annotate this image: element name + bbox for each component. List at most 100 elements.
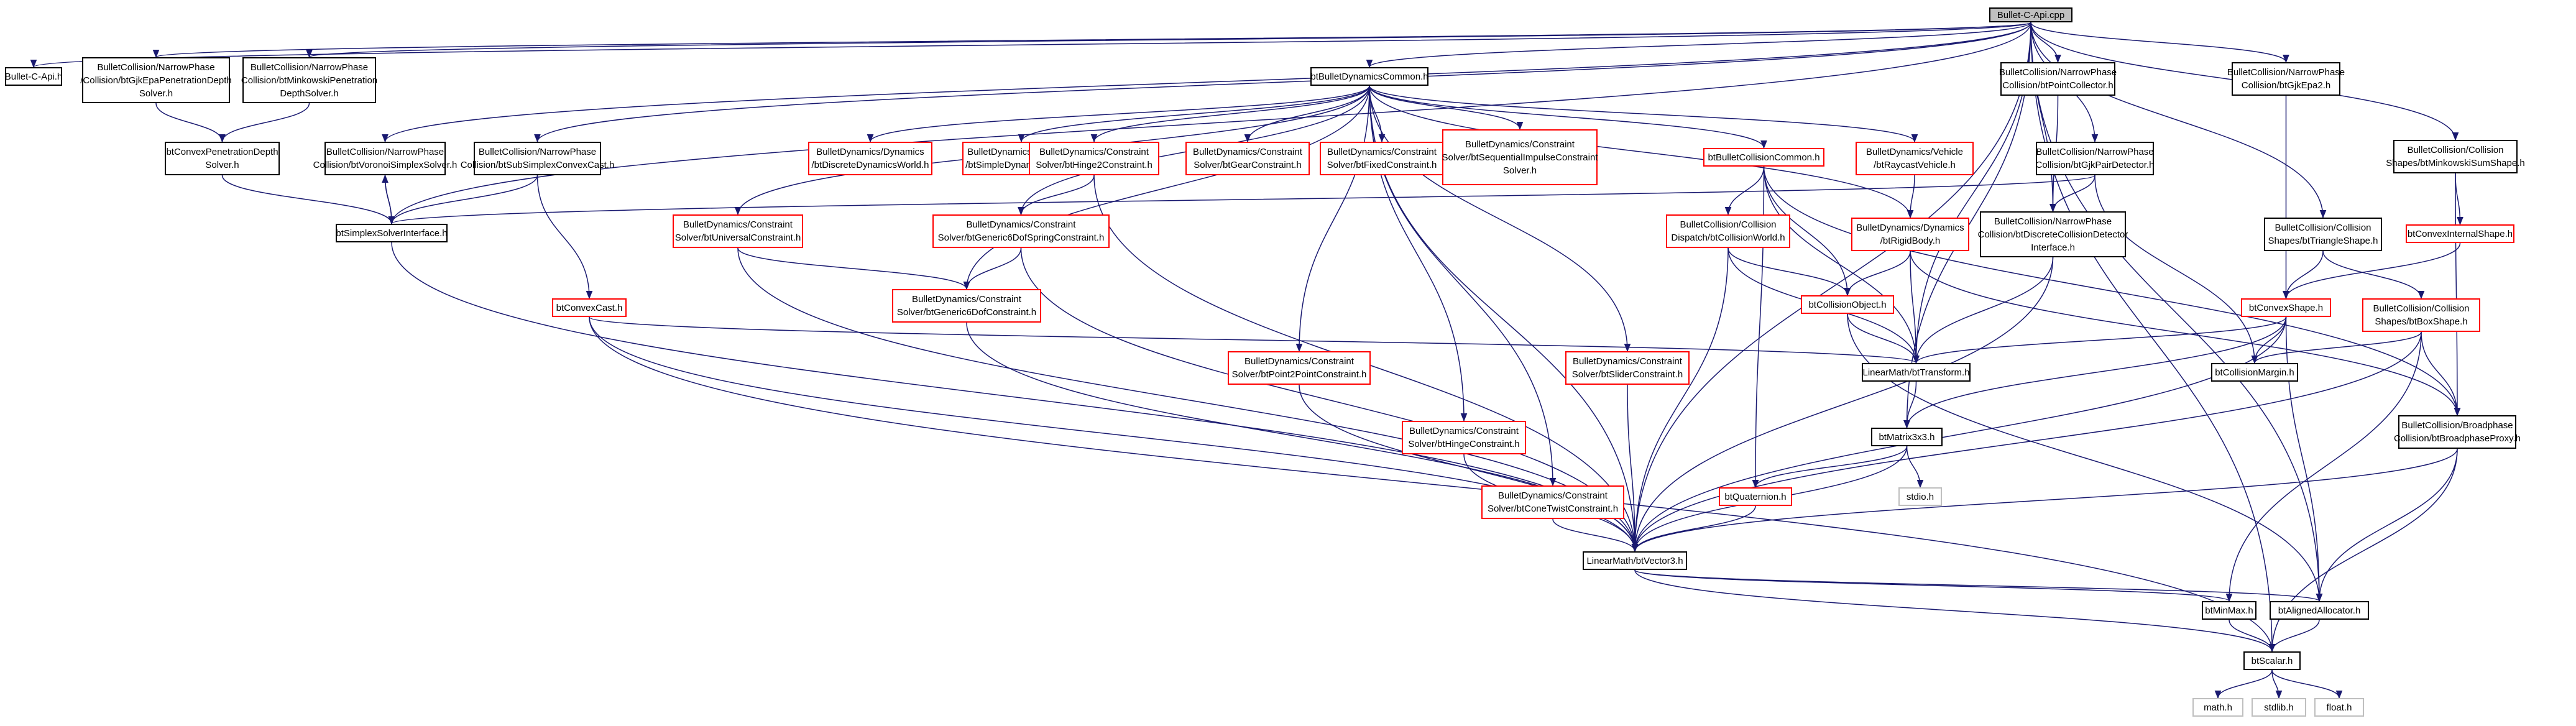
node-aligned-allocator[interactable]: btAlignedAllocator.h [2270,601,2369,620]
node-collision-world[interactable]: BulletCollision/Collision Dispatch/btCol… [1666,214,1790,248]
node-collision-margin[interactable]: btCollisionMargin.h [2211,363,2298,382]
node-rigid-body[interactable]: BulletDynamics/Dynamics /btRigidBody.h [1851,218,1969,251]
edge-boxshape-to-broadproxy [2421,331,2461,416]
node-stdio-h: stdio.h [1898,487,1942,506]
edge-generic6spring-to-generic6 [963,247,1022,290]
node-convex-cast[interactable]: btConvexCast.h [552,298,627,317]
edge-subsimplex-to-simplexiface [388,175,538,225]
node-minkowski-sum-shape[interactable]: BulletCollision/Collision Shapes/btMinko… [2386,140,2525,173]
node-hinge2-constraint[interactable]: BulletDynamics/Constraint Solver/btHinge… [1029,142,1159,175]
edge-universal-to-generic6 [737,247,970,290]
edge-dyncommon-to-seqimpulse [1369,85,1524,131]
edge-convexshape-to-vector3 [1631,316,2287,553]
node-min-max[interactable]: btMinMax.h [2202,601,2256,620]
node-generic6dof-constraint[interactable]: BulletDynamics/Constraint Solver/btGener… [892,289,1041,323]
edge-dyncommon-to-p2p [1295,85,1370,352]
node-convex-shape[interactable]: btConvexShape.h [2241,298,2331,317]
node-math-h: math.h [2192,698,2243,717]
edge-convexshape-to-matrix [1903,316,2287,429]
node-broadphase-proxy[interactable]: BulletCollision/Broadphase Collision/btB… [2394,415,2521,449]
edge-convexshape-to-aligned [2285,316,2323,602]
node-bullet-c-api-h[interactable]: Bullet-C-Api.h [5,67,62,86]
node-collision-object[interactable]: btCollisionObject.h [1801,295,1894,314]
node-generic6dof-spring-constraint[interactable]: BulletDynamics/Constraint Solver/btGener… [932,214,1110,248]
edge-collobj-to-transform [1847,313,1920,364]
edge-subsimplex-to-convexcast [536,175,593,300]
node-scalar[interactable]: btScalar.h [2243,651,2301,670]
node-simplex-solver-interface[interactable]: btSimplexSolverInterface.h [336,224,448,242]
node-stdlib-h: stdlib.h [2252,698,2306,717]
edge-root-to-vector3 [1631,22,2031,553]
edge-transform-to-matrix [1903,381,1917,429]
node-bullet-collision-common[interactable]: btBulletCollisionCommon.h [1703,148,1824,167]
node-transform[interactable]: LinearMath/btTransform.h [1862,363,1971,382]
edge-matrix-to-stdio [1906,446,1924,489]
edge-discretecd-to-transform [1913,257,2054,364]
edge-conetwist-to-vector3 [1552,518,1639,553]
edge-dyncommon-to-rigidbody [1369,85,1914,219]
edge-minkpen-to-convpen [219,103,310,143]
node-point2point-constraint[interactable]: BulletDynamics/Constraint Solver/btPoint… [1228,351,1371,385]
node-fixed-constraint[interactable]: BulletDynamics/Constraint Solver/btFixed… [1320,142,1444,175]
node-float-h: float.h [2314,698,2364,717]
edge-dyncommon-to-discretedyn [867,85,1370,143]
node-sequential-impulse-constraint-solver[interactable]: BulletDynamics/Constraint Solver/btSeque… [1442,129,1598,185]
edge-collworld-to-collobj [1727,247,1851,296]
edge-broadproxy-to-aligned [2316,448,2458,602]
edge-convpen-to-simplexiface [221,175,395,225]
edge-root-to-aligned [2030,22,2323,602]
node-box-shape[interactable]: BulletCollision/Collision Shapes/btBoxSh… [2362,298,2480,332]
edge-root-to-dyncommon [1366,22,2031,68]
edge-matrix-to-quaternion [1752,446,1908,489]
node-minkowski-penetration-depth-solver[interactable]: BulletCollision/NarrowPhase Collision/bt… [241,57,377,103]
edge-boxshape-to-collmargin [2251,331,2422,364]
edge-gjkpair-to-simplexiface [389,175,2095,225]
edge-dyncommon-to-simpledyn [1018,85,1370,143]
edge-convexinternal-to-convexshape [2283,242,2461,300]
edge-raycastveh-to-rigidbody [1907,175,1915,219]
node-quaternion[interactable]: btQuaternion.h [1719,487,1792,506]
node-hinge-constraint[interactable]: BulletDynamics/Constraint Solver/btHinge… [1402,421,1526,454]
edge-dyncommon-to-collcommon [1369,85,1767,149]
edge-gjkpair-to-discretecd [2049,175,2095,213]
edge-discretecd-to-vector3 [1631,257,2054,553]
edge-gjkepa-to-convpen [155,103,226,143]
edge-dyncommon-to-hinge2 [1090,85,1370,143]
edge-dyncommon-to-slider [1369,85,1631,352]
node-gjk-epa-penetration-depth-solver[interactable]: BulletCollision/NarrowPhase /Collision/b… [80,57,232,103]
node-cone-twist-constraint[interactable]: BulletDynamics/Constraint Solver/btConeT… [1481,485,1624,519]
edge-triangle-to-boxshape [2322,250,2425,300]
node-bullet-c-api-cpp[interactable]: Bullet-C-Api.cpp [1989,7,2072,22]
edge-vector3-to-aligned [1634,569,2322,602]
node-gjk-epa2[interactable]: BulletCollision/NarrowPhase Collision/bt… [2227,62,2345,96]
edge-rigidbody-to-collobj [1844,250,1911,296]
node-convex-internal-shape[interactable]: btConvexInternalShape.h [2406,224,2514,243]
node-voronoi-simplex-solver[interactable]: BulletCollision/NarrowPhase Collision/bt… [313,142,457,175]
edge-convexcast-to-scalar [589,316,2276,653]
edge-broadproxy-to-vector3 [1631,448,2458,553]
edge-collcommon-to-broadproxy [1763,166,2461,416]
edge-convexcast-to-transform [589,316,1920,364]
node-gjk-pair-detector[interactable]: BulletCollision/NarrowPhase Collision/bt… [2036,142,2154,175]
node-universal-constraint[interactable]: BulletDynamics/Constraint Solver/btUnive… [673,214,803,248]
node-discrete-dynamics-world[interactable]: BulletDynamics/Dynamics /btDiscreteDynam… [808,142,932,175]
edge-minksum-to-broadproxy [2454,173,2461,416]
node-discrete-collision-detector-interface[interactable]: BulletCollision/NarrowPhase Collision/bt… [1978,211,2128,257]
edge-root-to-minkpen [306,22,2031,58]
node-sub-simplex-convex-cast[interactable]: BulletCollision/NarrowPhase Collision/bt… [461,142,614,175]
node-raycast-vehicle[interactable]: BulletDynamics/Vehicle /btRaycastVehicle… [1856,142,1974,175]
node-gear-constraint[interactable]: BulletDynamics/Constraint Solver/btGearC… [1185,142,1310,175]
node-point-collector[interactable]: BulletCollision/NarrowPhase Collision/bt… [1999,62,2117,96]
node-triangle-shape[interactable]: BulletCollision/Collision Shapes/btTrian… [2264,218,2382,251]
edge-vector3-to-minmax [1634,569,2232,602]
node-bullet-dynamics-common[interactable]: btBulletDynamicsCommon.h [1310,67,1428,86]
node-matrix3x3[interactable]: btMatrix3x3.h [1871,428,1943,446]
edge-minksum-to-convexinternal [2455,173,2463,226]
node-slider-constraint[interactable]: BulletDynamics/Constraint Solver/btSlide… [1565,351,1690,385]
node-convex-penetration-depth-solver[interactable]: btConvexPenetrationDepth Solver.h [165,142,280,175]
edge-scalar-to-stdlib [2271,669,2283,699]
edge-collcommon-to-collobj [1763,166,1851,296]
edge-root-to-simplexiface [388,22,2031,225]
node-vector3[interactable]: LinearMath/btVector3.h [1583,551,1687,570]
